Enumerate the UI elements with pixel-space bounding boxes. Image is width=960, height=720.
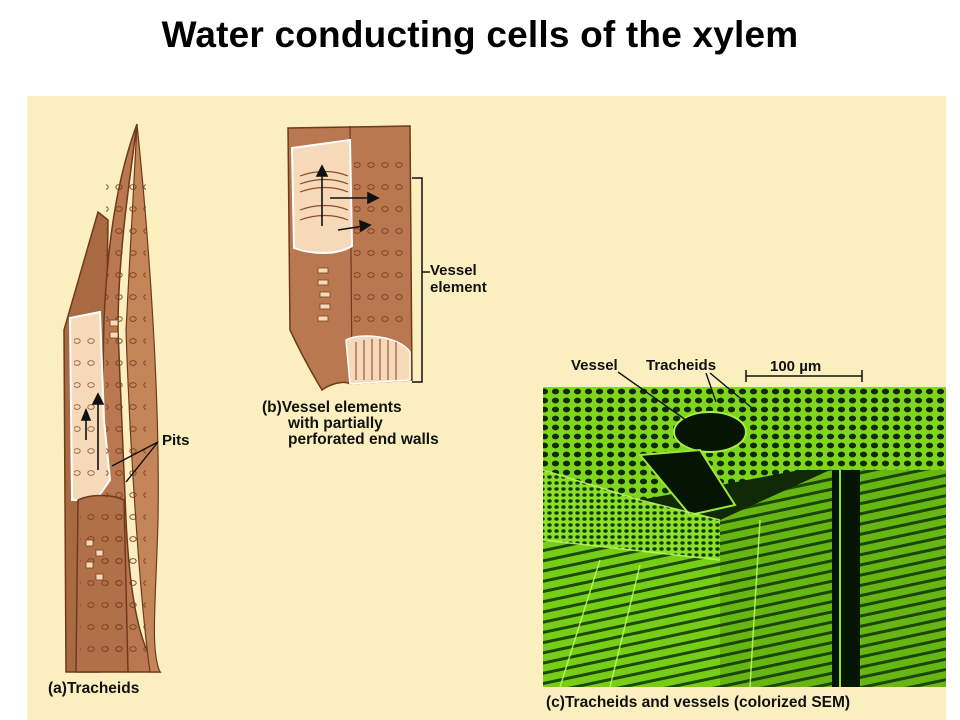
vessel-element-drawing bbox=[287, 125, 430, 392]
scale-bar-label: 100 µm bbox=[770, 358, 822, 375]
sem-vessel-lumen bbox=[673, 411, 747, 453]
caption-c: (c)Tracheids and vessels (colorized SEM) bbox=[546, 694, 851, 711]
sem-image bbox=[542, 370, 946, 688]
slide-title: Water conducting cells of the xylem bbox=[161, 14, 799, 55]
vessel-bracket bbox=[412, 177, 423, 383]
vessel-element-label-line2: element bbox=[430, 279, 487, 296]
caption-b-line1: (b)Vessel elements bbox=[262, 399, 402, 416]
caption-a: (a)Tracheids bbox=[48, 680, 140, 697]
sem-vessel-label: Vessel bbox=[571, 357, 618, 374]
caption-b-line2: with partially bbox=[288, 415, 383, 432]
sem-tracheids-label: Tracheids bbox=[646, 357, 717, 374]
tracheids-drawing bbox=[63, 123, 162, 673]
pits-label: Pits bbox=[162, 432, 190, 449]
vessel-element-label-line1: Vessel bbox=[430, 262, 477, 279]
scale-bar bbox=[745, 370, 863, 382]
pits-leader-lines bbox=[111, 441, 159, 483]
caption-b-line3: perforated end walls bbox=[288, 431, 439, 448]
